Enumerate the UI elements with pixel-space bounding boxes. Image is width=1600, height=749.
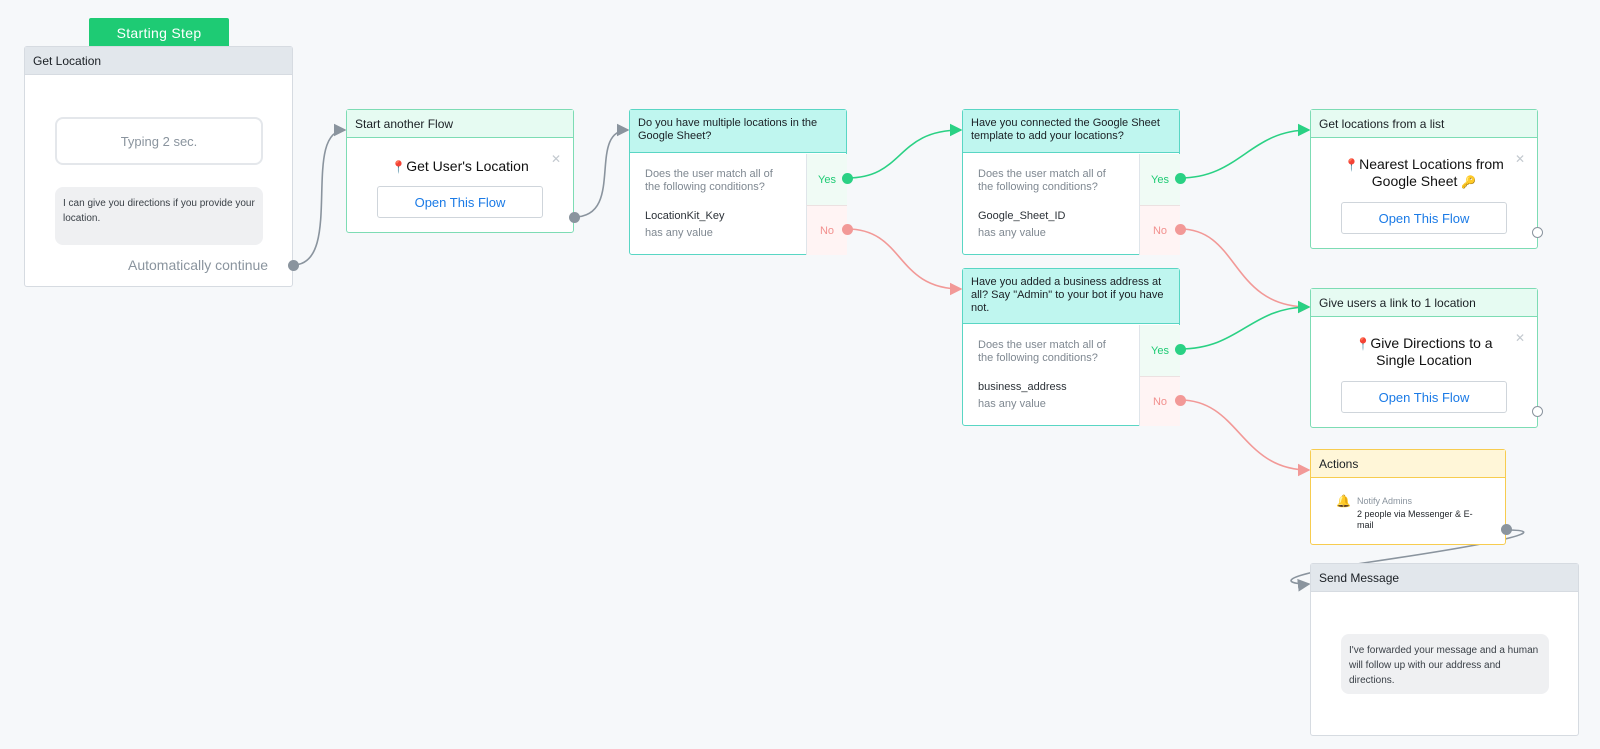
action-label: Notify Admins [1357,496,1413,506]
no-branch[interactable]: No [1139,205,1180,255]
flow-name: 📍Nearest Locations from Google Sheet 🔑 [1311,156,1537,190]
typing-indicator: Typing 2 sec. [55,117,263,165]
node-start-flow[interactable]: Start another Flow ✕ 📍Get User's Locatio… [346,109,574,233]
no-port[interactable] [1175,395,1186,406]
action-detail: 2 people via Messenger & E-mail [1357,509,1473,530]
wire-cond-multi-no [846,228,963,296]
map-pin-icon: 📍 [1355,337,1371,351]
wire-start-flow-to-cond-multi [573,123,630,218]
map-pin-icon: 📍 [391,160,407,174]
condition-value: has any value [978,227,1046,239]
message-bubble: I've forwarded your message and a human … [1341,634,1549,694]
key-icon: 🔑 [1461,175,1477,189]
node-send-message[interactable]: Send Message I've forwarded your message… [1310,563,1579,736]
node-header: Send Message [1311,564,1578,592]
open-flow-button[interactable]: Open This Flow [1341,202,1507,234]
open-flow-button[interactable]: Open This Flow [377,186,543,218]
yes-port[interactable] [1175,173,1186,184]
starting-step-badge: Starting Step [89,18,229,53]
flow-name-line2: Single Location [1376,352,1472,368]
node-actions[interactable]: Actions 🔔 Notify Admins 2 people via Mes… [1310,449,1506,545]
node-condition-multiple-locations[interactable]: Do you have multiple locations in the Go… [629,109,847,255]
close-icon[interactable]: ✕ [1514,331,1525,345]
node-header: Get Location [25,47,292,75]
flow-name-line2: Google Sheet [1371,173,1458,189]
condition-variable: business_address [978,381,1067,393]
output-port[interactable] [569,212,580,223]
condition-value: has any value [645,227,713,239]
node-get-locations-list[interactable]: Get locations from a list ✕ 📍Nearest Loc… [1310,109,1538,249]
auto-continue-label: Automatically continue [128,257,269,273]
close-icon[interactable]: ✕ [550,152,561,166]
wire-cond-multi-yes [846,123,963,179]
yes-port[interactable] [1175,344,1186,355]
wire-cond-address-no [1179,399,1311,477]
yes-branch[interactable]: Yes [806,154,847,205]
output-port[interactable] [1532,227,1543,238]
node-header: Do you have multiple locations in the Go… [630,110,846,153]
map-pin-icon: 📍 [1344,158,1360,172]
node-header: Get locations from a list [1311,110,1537,138]
no-port[interactable] [1175,224,1186,235]
node-single-location[interactable]: Give users a link to 1 location ✕ 📍Give … [1310,288,1538,428]
wire-get-location-to-start-flow [292,123,347,266]
condition-variable: Google_Sheet_ID [978,210,1066,222]
flow-name: 📍Give Directions to a Single Location [1311,335,1537,368]
node-header: Have you added a business address at all… [963,269,1179,324]
bell-icon: 🔔 [1336,494,1351,508]
no-branch[interactable]: No [806,205,847,255]
flow-name-text: Get User's Location [406,158,529,174]
condition-variable: LocationKit_Key [645,210,725,222]
wire-cond-sheet-yes [1179,123,1311,179]
node-condition-business-address[interactable]: Have you added a business address at all… [962,268,1180,426]
close-icon[interactable]: ✕ [1514,152,1525,166]
condition-question: Does the user match all of the following… [978,168,1106,193]
node-header: Have you connected the Google Sheet temp… [963,110,1179,153]
output-port[interactable] [1501,524,1512,535]
yes-port[interactable] [842,173,853,184]
condition-question: Does the user match all of the following… [645,168,773,193]
open-flow-button[interactable]: Open This Flow [1341,381,1507,413]
wire-cond-sheet-no [1179,228,1311,314]
output-port[interactable] [1532,406,1543,417]
condition-question: Does the user match all of the following… [978,339,1106,364]
flow-name-line1: Give Directions to a [1370,335,1493,351]
flow-name: 📍Get User's Location [347,158,573,175]
node-header: Actions [1311,450,1505,478]
node-header: Give users a link to 1 location [1311,289,1537,317]
no-port[interactable] [842,224,853,235]
yes-branch[interactable]: Yes [1139,325,1180,376]
node-condition-google-sheet[interactable]: Have you connected the Google Sheet temp… [962,109,1180,255]
yes-branch[interactable]: Yes [1139,154,1180,205]
flow-name-line1: Nearest Locations from [1359,156,1504,172]
condition-value: has any value [978,398,1046,410]
node-get-location[interactable]: Get Location Typing 2 sec. I can give yo… [24,46,293,287]
no-branch[interactable]: No [1139,376,1180,426]
wire-cond-address-yes [1179,300,1311,350]
output-port[interactable] [288,260,299,271]
message-bubble: I can give you directions if you provide… [55,187,263,245]
node-header: Start another Flow [347,110,573,138]
